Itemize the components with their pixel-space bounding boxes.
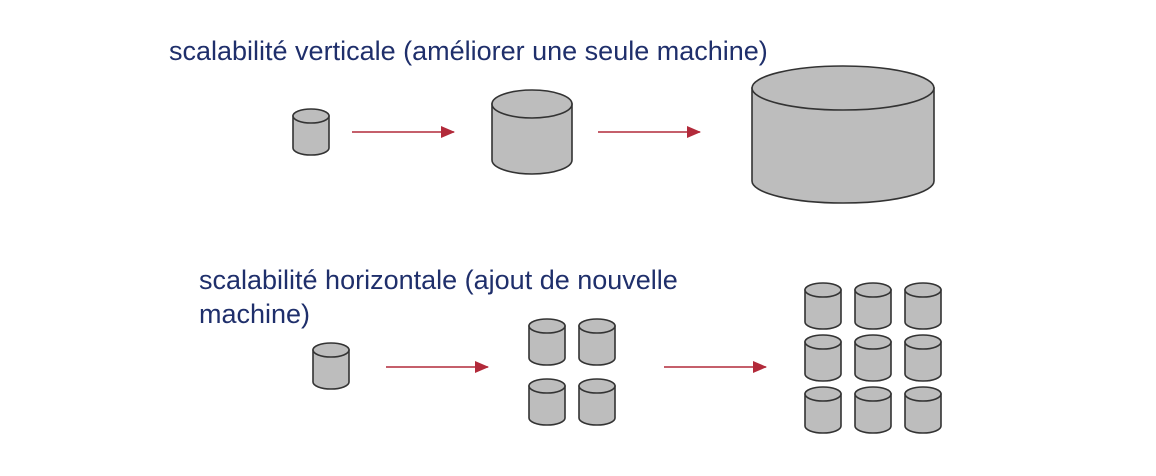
server-group-4-icon-2: [578, 318, 616, 366]
horizontal-scalability-title: scalabilité horizontale (ajout de nouvel…: [199, 263, 799, 331]
medium-server-icon: [491, 89, 573, 175]
horizontal-title-line-2: machine): [199, 299, 311, 329]
server-group-9-icon-3: [904, 282, 942, 330]
server-group-9-icon-9: [904, 386, 942, 434]
server-group-9-icon-5: [854, 334, 892, 382]
server-group-4-icon-1: [528, 318, 566, 366]
server-group-9-icon-4: [804, 334, 842, 382]
server-group-9-icon-7: [804, 386, 842, 434]
server-group-9-icon-8: [854, 386, 892, 434]
server-group-4-icon-4: [578, 378, 616, 426]
server-group-4-icon-3: [528, 378, 566, 426]
server-group-9-icon-6: [904, 334, 942, 382]
server-group-9-icon-1: [804, 282, 842, 330]
small-server-icon: [292, 108, 330, 156]
vertical-scalability-title: scalabilité verticale (améliorer une seu…: [169, 36, 768, 66]
large-server-icon: [751, 65, 935, 204]
server-group-9-icon-2: [854, 282, 892, 330]
horizontal-title-line-1: scalabilité horizontale (ajout de nouvel…: [199, 265, 678, 295]
single-server-icon: [312, 342, 350, 390]
